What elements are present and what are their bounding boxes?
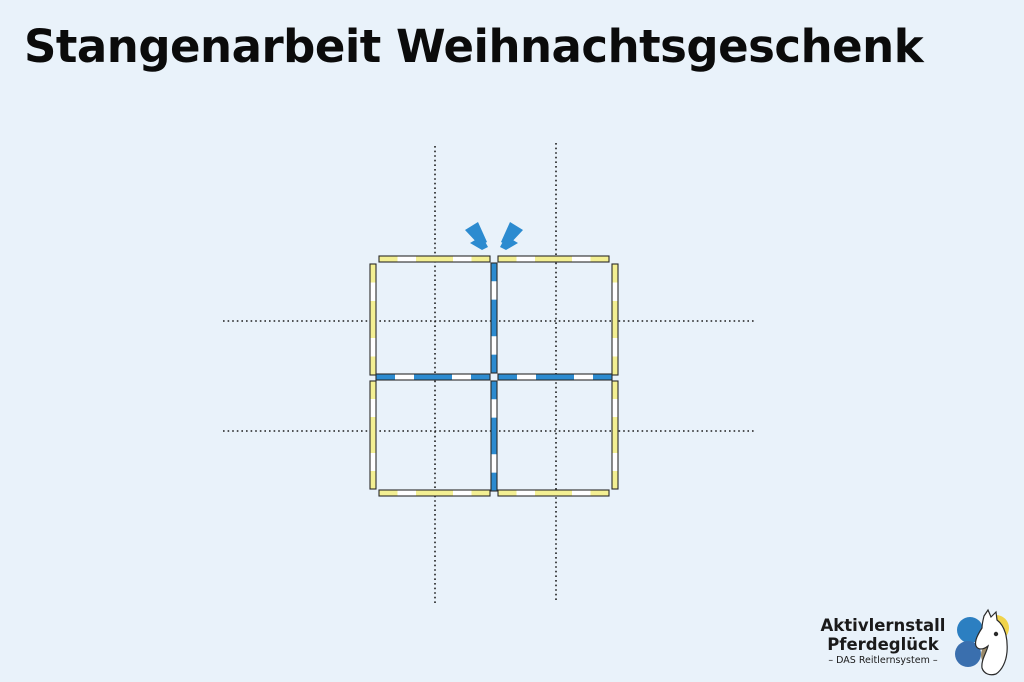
horse-head-icon bbox=[974, 608, 1008, 676]
vertical-pole bbox=[611, 380, 619, 490]
heart-flower-icon bbox=[955, 608, 1009, 676]
horizontal-pole bbox=[378, 489, 491, 497]
poles bbox=[369, 255, 619, 497]
logo-petal bbox=[955, 641, 981, 667]
vertical-pole bbox=[369, 380, 377, 490]
horizontal-pole bbox=[497, 255, 610, 263]
direction-marker-icon bbox=[465, 222, 523, 250]
marker-ray bbox=[500, 236, 518, 250]
logo-tagline: – DAS Reitlernsystem – bbox=[828, 655, 938, 666]
page-title: Stangenarbeit Weihnachtsgeschenk bbox=[24, 20, 924, 73]
vertical-pole bbox=[490, 380, 498, 492]
logo-petal bbox=[957, 617, 983, 643]
horizontal-pole bbox=[375, 373, 491, 381]
logo-name-line1: Aktivlernstall bbox=[820, 616, 946, 635]
brand-logo: Aktivlernstall Pferdeglück – DAS Reitler… bbox=[818, 606, 1024, 682]
horizontal-pole bbox=[378, 255, 491, 263]
vertical-pole bbox=[490, 262, 498, 374]
horizontal-pole bbox=[497, 489, 610, 497]
vertical-pole bbox=[369, 263, 377, 376]
logo-text: Aktivlernstall Pferdeglück – DAS Reitler… bbox=[818, 616, 948, 668]
marker-ray bbox=[470, 236, 488, 250]
horizontal-pole bbox=[497, 373, 613, 381]
guide-lines bbox=[223, 143, 756, 605]
logo-name-line2: Pferdeglück bbox=[827, 635, 939, 654]
vertical-pole bbox=[611, 263, 619, 376]
